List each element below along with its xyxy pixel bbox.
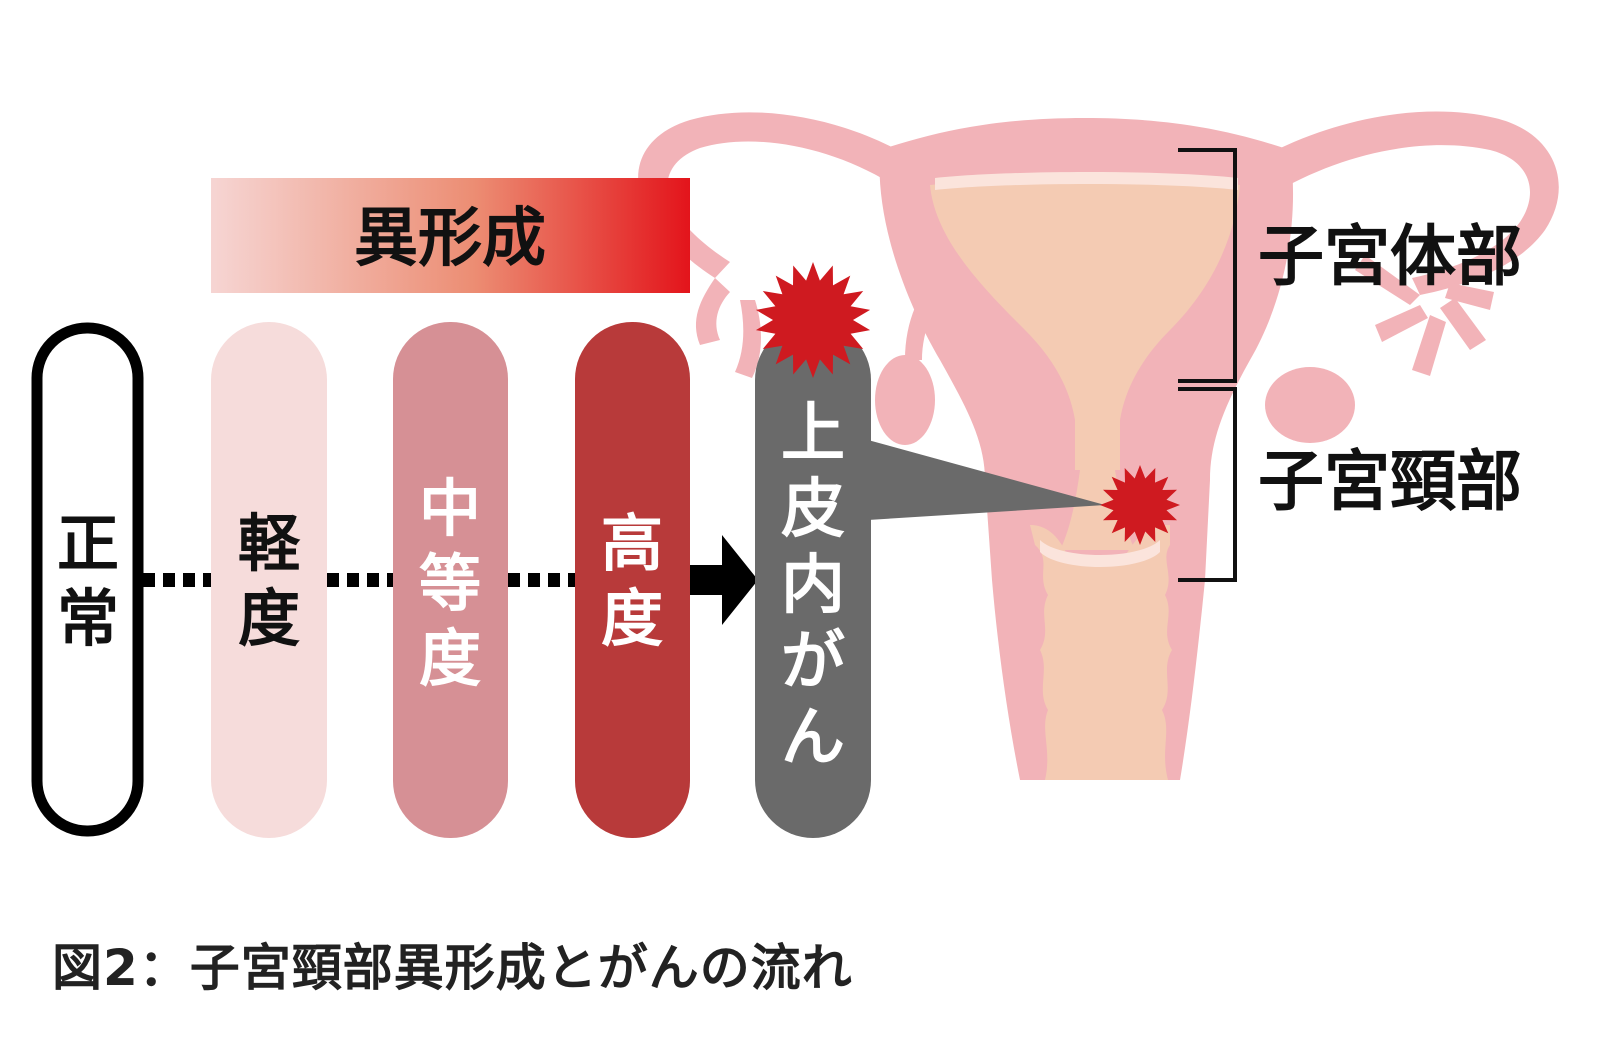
starburst-lesion-icon (1100, 465, 1180, 545)
stage-mild-pill (211, 322, 327, 838)
stage-label-char: 等 (419, 547, 481, 620)
dysplasia-header-label: 異形成 (354, 202, 546, 276)
right-fallopian-tube (1240, 111, 1559, 295)
dysplasia-header-bar (211, 178, 690, 293)
vagina (1030, 525, 1172, 780)
stage-severe-pill (575, 322, 690, 838)
stage-label-char: 中 (419, 472, 481, 545)
figure-caption: 図2：子宮頸部異形成とがんの流れ (52, 939, 853, 997)
body-bracket (1178, 148, 1237, 383)
starburst-lesion-shape (755, 262, 871, 378)
stage-label-char: 度 (238, 582, 300, 655)
stage-normal-pill (31, 322, 144, 837)
left-ovary (875, 355, 935, 445)
stage-label-char: 内 (781, 549, 845, 623)
left-fallopian-tube (638, 112, 930, 278)
stage-moderate-pill (393, 322, 508, 838)
stage-label-char: 常 (57, 582, 119, 655)
cervix-label: 子宮頸部 (1258, 443, 1522, 520)
stage-label-char: ん (781, 701, 845, 775)
uterus-illustration (638, 111, 1559, 780)
stage-moderate-label: 中等度 (419, 472, 481, 695)
stage-label-char: 正 (57, 507, 119, 580)
stage-label-char: 度 (601, 582, 663, 655)
right-ovary (1265, 367, 1355, 443)
stage-label-char: 高 (601, 507, 663, 580)
uterine-cavity (930, 179, 1240, 470)
stage-label-char: 度 (419, 622, 481, 695)
right-fimbriae (1355, 255, 1494, 376)
arrow-right-icon (688, 535, 758, 625)
stage-label-char: 皮 (781, 473, 845, 547)
stage-label-char: 上 (781, 397, 845, 471)
starburst-lesion-shape (1100, 465, 1180, 545)
body-label: 子宮体部 (1258, 218, 1522, 295)
left-fimbriae (695, 278, 730, 345)
stage-severe-label: 高度 (601, 507, 663, 655)
stage-label-char: 軽 (238, 507, 301, 580)
stage-normal-label: 正常 (57, 507, 119, 655)
starburst-lesion-icon (755, 262, 871, 378)
stage-mild-label: 軽度 (238, 507, 301, 655)
endometrium-highlight (935, 172, 1238, 190)
stage-label-char: が (781, 625, 845, 699)
cervix-bracket (1178, 387, 1237, 582)
callout-wedge (868, 440, 1105, 520)
stage-cancer-pill (755, 322, 871, 838)
